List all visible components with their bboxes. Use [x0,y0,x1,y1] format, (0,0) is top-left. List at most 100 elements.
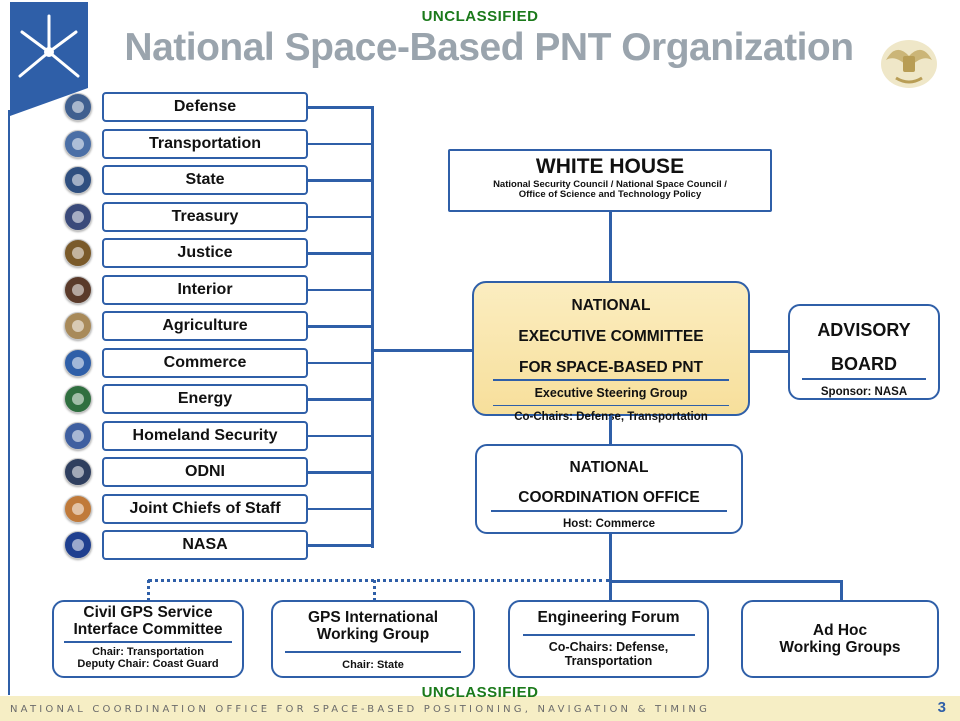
white-house-line2: Office of Science and Technology Policy [518,189,702,200]
department-connector [308,507,373,510]
civil-gps-line1: Civil GPS Service [83,604,213,621]
department-box: Energy [102,384,308,414]
department-row: Joint Chiefs of Staff [56,493,308,524]
department-connector [308,106,373,109]
nco-line2: COORDINATION OFFICE [518,489,700,506]
white-house-line1: National Security Council / National Spa… [493,179,727,190]
department-seal-icon [64,93,92,121]
department-row: Defense [56,92,308,122]
gps-intl-line2: Working Group [316,626,430,643]
department-row: Energy [56,384,308,414]
engineering-divider [522,634,695,636]
department-box: Agriculture [102,311,308,341]
committee-line1: NATIONAL [571,297,651,314]
department-box: State [102,165,308,195]
department-box: Interior [102,274,308,305]
committee-divider [493,379,729,381]
adhoc-drop [840,580,843,601]
department-seal-icon [64,421,92,450]
advisory-line2: BOARD [831,354,897,374]
department-box: Joint Chiefs of Staff [102,493,308,524]
frame-left-line [8,110,10,695]
civil-gps-drop [147,580,150,601]
department-connector [308,544,373,547]
department-box: Homeland Security [102,420,308,451]
lower-bus-solid [609,580,842,583]
department-connector [308,398,373,401]
department-seal-icon [64,129,92,158]
engineering-forum-box: Engineering Forum Co-Chairs: Defense, Tr… [508,600,709,678]
committee-divider-2 [493,404,729,406]
department-connector [308,434,373,437]
department-connector [308,471,373,474]
department-box: Defense [102,92,308,122]
civil-gps-deputy: Deputy Chair: Coast Guard [77,657,219,670]
classification-bottom: UNCLASSIFIED [421,684,539,701]
department-row: Interior [56,274,308,305]
department-connector [308,288,373,291]
ad-hoc-working-groups-box: Ad Hoc Working Groups [741,600,939,678]
department-bus-vertical [371,106,374,548]
department-seal-icon [64,531,92,559]
advisory-connector [750,350,788,353]
department-seal-icon [64,239,92,267]
department-box: Justice [102,238,308,268]
engineering-chairs-2: Transportation [564,653,653,668]
advisory-line1: ADVISORY [817,320,911,340]
department-connector [308,179,373,182]
civil-gps-line2: Interface Committee [73,621,223,638]
advisory-divider [802,378,926,380]
department-row: Homeland Security [56,420,308,451]
footer-office-name: NATIONAL COORDINATION OFFICE FOR SPACE-B… [10,704,711,715]
gps-intl-drop [373,580,376,601]
page-number: 3 [937,699,946,716]
department-connector [308,361,373,364]
adhoc-line2: Working Groups [779,639,901,656]
white-house-box: WHITE HOUSE National Security Council / … [448,149,772,212]
department-row: Agriculture [56,311,308,341]
department-seal-icon [64,202,92,231]
advisory-sponsor: Sponsor: NASA [820,385,908,398]
advisory-board-box: ADVISORY BOARD Sponsor: NASA [788,304,940,400]
engineering-title: Engineering Forum [537,609,680,626]
department-box: Transportation [102,128,308,159]
department-seal-icon [64,458,92,486]
committee-to-nco-connector [609,416,612,444]
committee-steering-group: Executive Steering Group [534,385,688,400]
adhoc-line1: Ad Hoc [812,622,868,639]
civil-gps-committee-box: Civil GPS Service Interface Committee Ch… [52,600,244,678]
nco-line1: NATIONAL [569,459,649,476]
department-connector [308,325,373,328]
department-connector [308,215,373,218]
engineering-chairs-1: Co-Chairs: Defense, [548,639,669,654]
nco-down-connector [609,534,612,601]
department-seal-icon [64,312,92,340]
white-house-title: WHITE HOUSE [535,155,685,178]
civil-gps-chair: Chair: Transportation [92,645,204,658]
nco-host: Host: Commerce [562,517,656,530]
gps-intl-chair: Chair: State [342,658,404,671]
department-seal-icon [64,494,92,523]
department-row: ODNI [56,457,308,487]
page-title: National Space-Based PNT Organization [124,26,854,69]
department-seal-icon [64,348,92,377]
department-seal-icon [64,166,92,194]
gps-intl-line1: GPS International [307,609,439,626]
pnt-logo-icon [10,2,88,116]
committee-line2: EXECUTIVE COMMITTEE [518,328,704,345]
committee-line3: FOR SPACE-BASED PNT [518,359,703,376]
department-bus-to-committee [371,349,474,352]
footer-band [0,696,960,721]
department-box: Treasury [102,201,308,232]
classification-top: UNCLASSIFIED [421,8,539,25]
department-seal-icon [64,385,92,413]
department-box: NASA [102,530,308,560]
department-row: Commerce [56,347,308,378]
department-box: Commerce [102,347,308,378]
department-row: State [56,165,308,195]
gps-international-box: GPS International Working Group Chair: S… [271,600,475,678]
department-connector [308,252,373,255]
department-box: ODNI [102,457,308,487]
executive-committee-box: NATIONAL EXECUTIVE COMMITTEE FOR SPACE-B… [472,281,750,423]
gps-intl-divider [285,651,461,653]
